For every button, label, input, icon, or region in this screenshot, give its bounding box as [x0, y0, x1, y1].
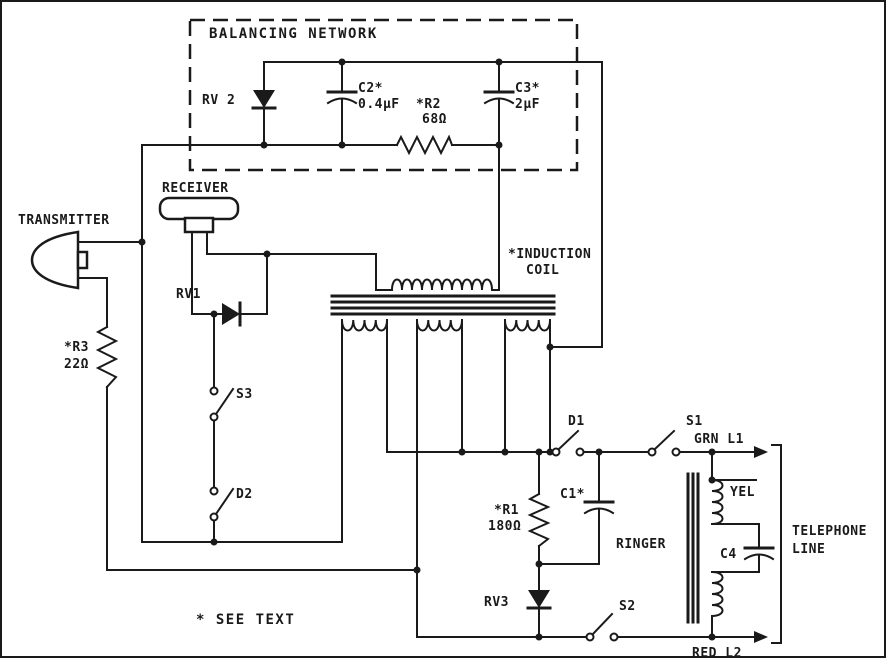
capacitor-c2 [326, 61, 358, 146]
s1-label: S1 [686, 414, 703, 429]
circuit-wires [77, 61, 760, 638]
switch-s1 [647, 429, 681, 457]
receiver-label: RECEIVER [162, 181, 229, 196]
schematic-labels: BALANCING NETWORK RV 2 C2* 0.4μF *R2 68Ω… [18, 26, 867, 658]
red-l2-arrow [754, 631, 768, 643]
balancing-network-box [188, 18, 579, 172]
induction-coil-label-2: COIL [526, 263, 559, 278]
switch-d1 [551, 429, 585, 457]
r2-label: *R2 [416, 97, 441, 112]
c3-label: C3* [515, 81, 540, 96]
balancing-network-label: BALANCING NETWORK [209, 26, 378, 42]
c2-value-label: 0.4μF [358, 97, 400, 112]
resistor-r2 [395, 134, 454, 156]
c3-value-label: 2μF [515, 97, 540, 112]
r1-label: *R1 [494, 503, 519, 518]
switch-s3 [209, 386, 235, 422]
telephone-line-bracket [771, 444, 782, 644]
red-l2-label: RED L2 [692, 646, 742, 658]
telephone-line-label-2: LINE [792, 542, 825, 557]
induction-coil [330, 278, 556, 332]
rv1-label: RV1 [176, 287, 201, 302]
junction-dots [138, 58, 716, 641]
switch-d2 [209, 486, 235, 522]
varistor-rv2 [251, 61, 277, 146]
ringer-symbol [686, 472, 724, 624]
grn-l1-label: GRN L1 [694, 432, 744, 447]
c1-label: C1* [560, 487, 585, 502]
c4-label: C4 [720, 547, 737, 562]
receiver-symbol [158, 196, 240, 234]
ringer-label: RINGER [616, 537, 666, 552]
resistor-r1 [527, 492, 551, 548]
rv3-label: RV3 [484, 595, 509, 610]
c2-label: C2* [358, 81, 383, 96]
grn-l1-arrow [754, 446, 768, 458]
d2-label: D2 [236, 487, 253, 502]
capacitor-c1 [583, 500, 615, 515]
transmitter-symbol [30, 230, 89, 290]
capacitor-c4 [743, 546, 775, 561]
varistor-rv3 [526, 563, 552, 610]
r3-label: *R3 [64, 340, 89, 355]
r3-value-label: 22Ω [64, 357, 89, 372]
yel-label: YEL [730, 485, 755, 500]
r2-value-label: 68Ω [422, 112, 447, 127]
s3-label: S3 [236, 387, 253, 402]
s2-label: S2 [619, 599, 636, 614]
r1-value-label: 180Ω [488, 519, 521, 534]
capacitor-c3 [483, 61, 515, 146]
resistor-r3 [95, 325, 119, 389]
telephone-line-label-1: TELEPHONE [792, 524, 867, 539]
see-text-note: * SEE TEXT [196, 612, 295, 628]
induction-coil-label-1: *INDUCTION [508, 247, 591, 262]
transmitter-label: TRANSMITTER [18, 213, 110, 228]
varistor-rv1 [191, 301, 268, 327]
rv2-label: RV 2 [202, 93, 235, 108]
d1-label: D1 [568, 414, 585, 429]
switch-s2 [585, 612, 619, 642]
